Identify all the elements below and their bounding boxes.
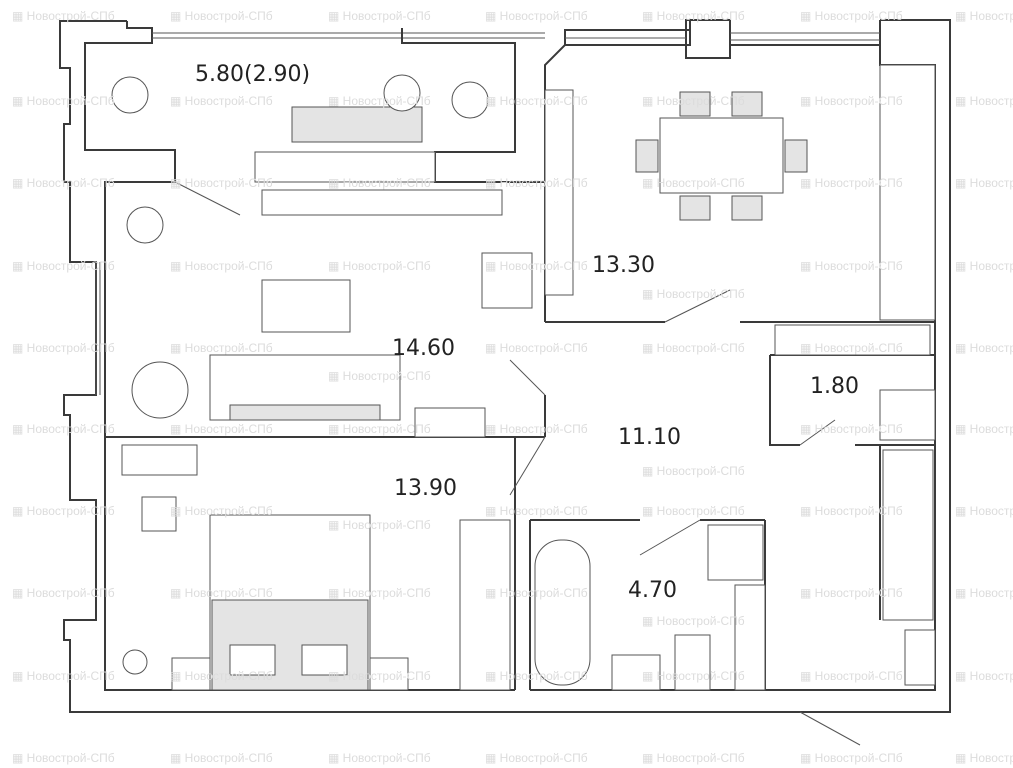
armchair: [131, 361, 189, 419]
plant-icon: [122, 649, 148, 675]
dog-bed: [481, 252, 533, 309]
bedroom-area-label: 13.90: [394, 476, 457, 501]
toilet: [674, 634, 711, 691]
plant-icon: [111, 76, 149, 114]
bathroom-area-label: 4.70: [628, 578, 677, 603]
hall-wardrobe: [882, 449, 934, 621]
sink: [611, 654, 661, 691]
nightlight: [141, 496, 177, 532]
door: [639, 519, 701, 556]
kitchen-area-label: 13.30: [592, 253, 655, 278]
tv: [261, 279, 351, 333]
kitchen-counter: [879, 64, 936, 321]
balcony-area-label: 5.80(2.90): [195, 62, 311, 87]
door: [799, 419, 836, 446]
plant-icon: [451, 81, 489, 119]
dining-table: [659, 117, 784, 194]
toilet-area-label: 1.80: [810, 374, 859, 399]
living-room-area-label: 14.60: [392, 336, 455, 361]
door: [509, 436, 546, 496]
door: [174, 181, 241, 216]
balcony-sofa: [291, 106, 423, 143]
balcony-table: [383, 74, 421, 112]
shelves: [774, 324, 931, 356]
plant-icon: [126, 206, 164, 244]
door: [509, 359, 546, 396]
tv-stand: [261, 189, 503, 216]
wardrobe: [459, 519, 511, 691]
door: [664, 289, 731, 323]
hall-area-label: 11.10: [618, 425, 681, 450]
bathtub: [534, 539, 591, 686]
furniture: [111, 64, 936, 691]
washing-machine: [707, 524, 764, 581]
entrance-door: [799, 711, 861, 746]
